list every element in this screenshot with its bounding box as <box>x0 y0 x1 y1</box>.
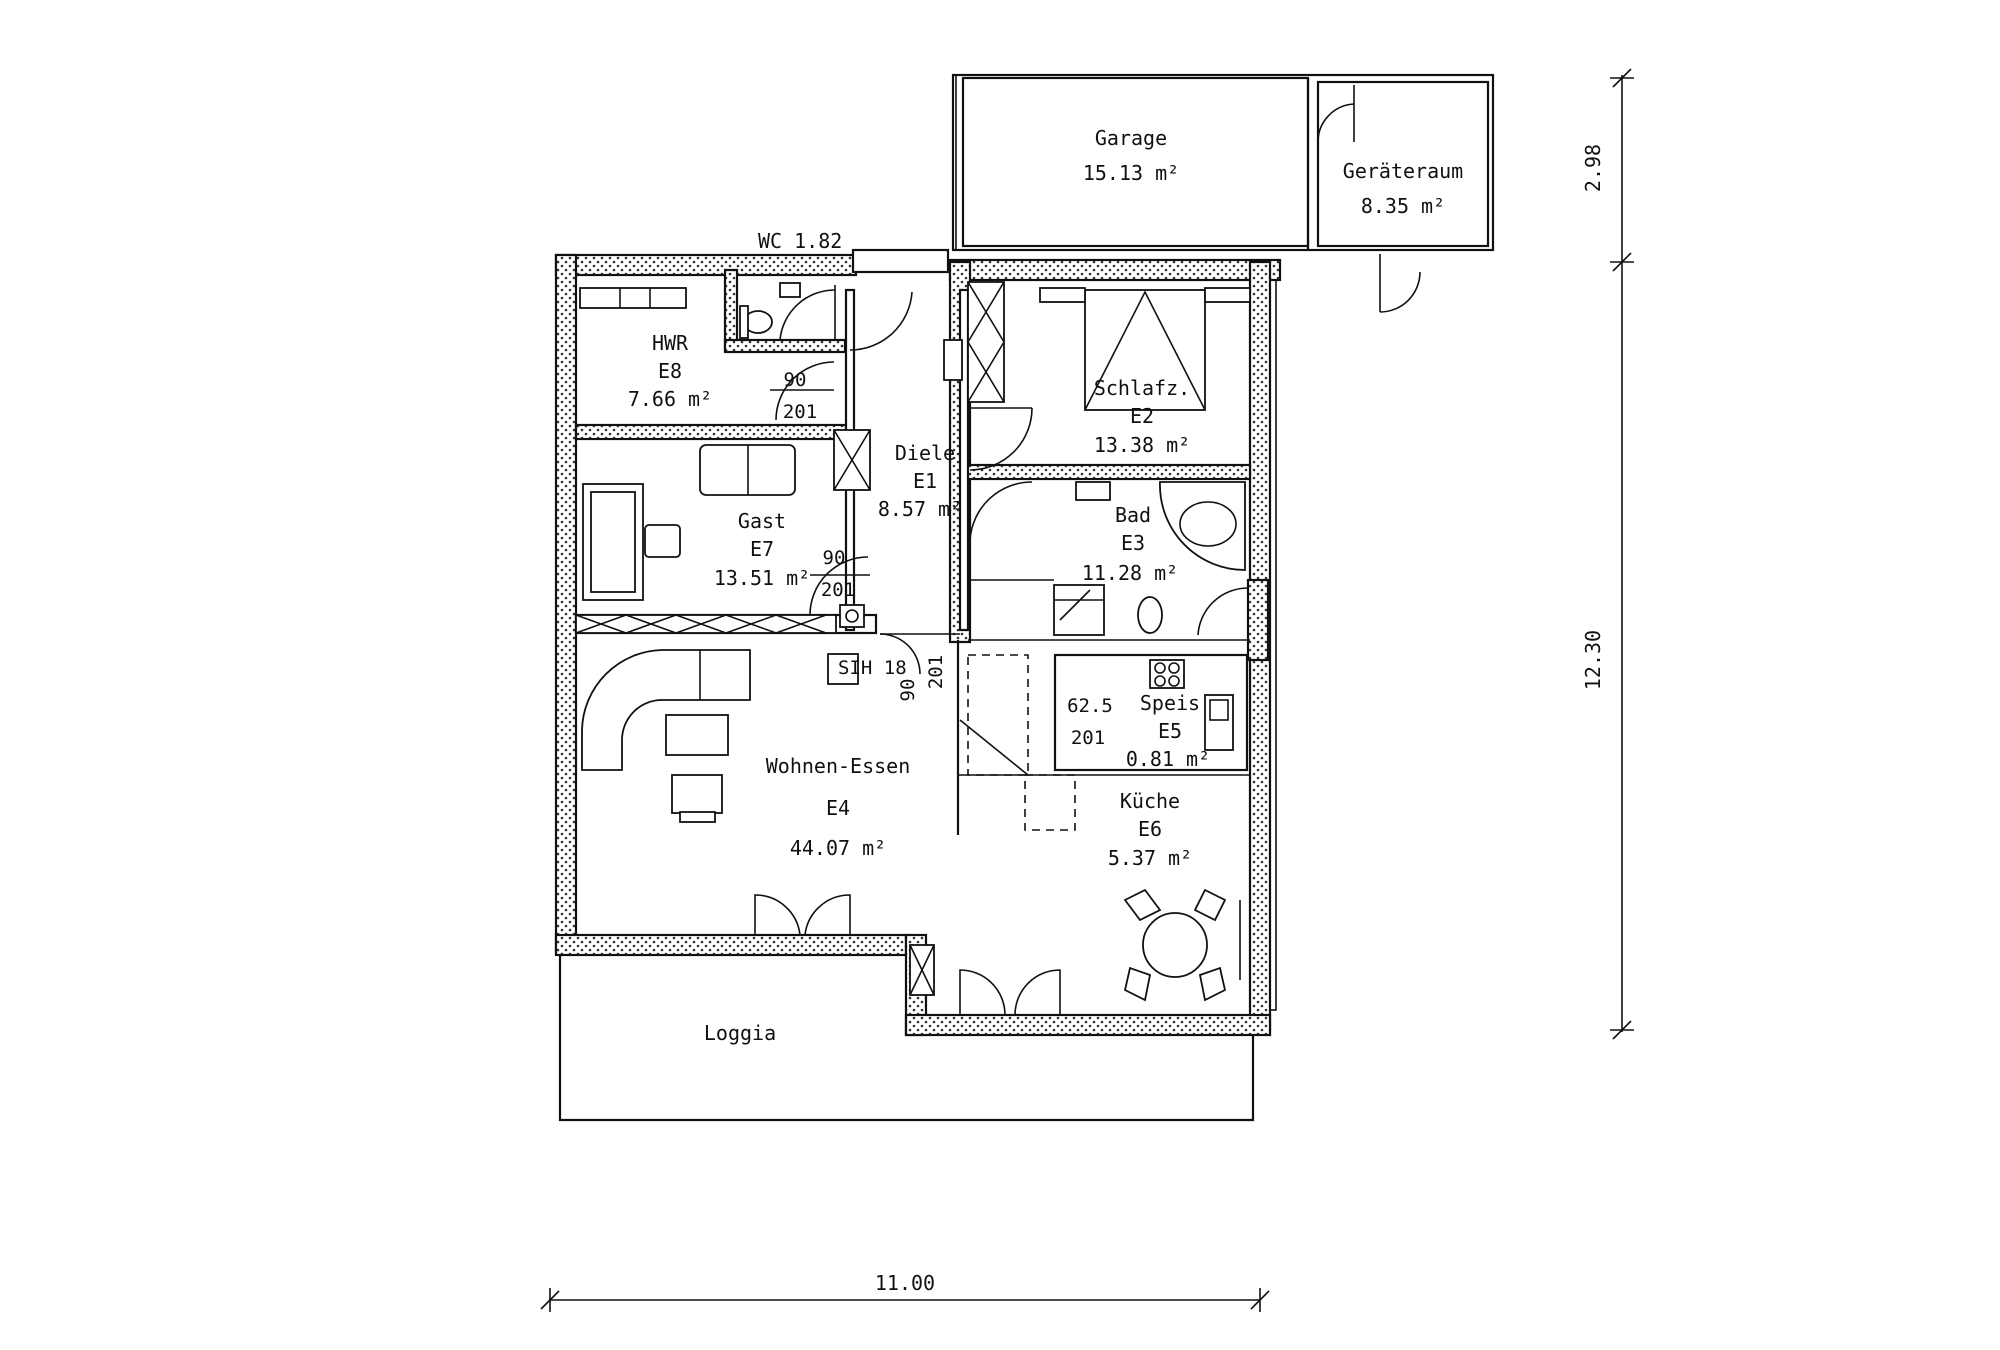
speis-furniture <box>1053 653 1249 772</box>
diele-door-height: 201 <box>925 655 947 689</box>
room-labels: Garage 15.13 m² Geräteraum 8.35 m² WC 1.… <box>628 126 1463 1045</box>
door-marks: 90 201 90 201 90 201 62.5 201 SIH 18 <box>783 369 1113 749</box>
diele-door-width: 90 <box>897 679 919 702</box>
wohnen-area: 44.07 m² <box>790 836 886 860</box>
speis-area: 0.81 m² <box>1126 747 1210 771</box>
wohnen-code: E4 <box>826 796 850 820</box>
hwr-door-width: 90 <box>784 369 807 391</box>
stair-label: SIH 18 <box>838 657 907 679</box>
wohnen-name: Wohnen-Essen <box>766 754 911 778</box>
speis-door-width: 62.5 <box>1067 695 1113 717</box>
hwr-name: HWR <box>652 331 689 355</box>
gast-furniture <box>582 444 870 628</box>
garage-area: 15.13 m² <box>1083 161 1179 185</box>
kueche-furniture <box>1123 888 1241 1002</box>
schlafz-code: E2 <box>1130 404 1154 428</box>
dimension-lines <box>540 68 1634 1312</box>
garage-block <box>951 73 1495 313</box>
wc-label: WC 1.82 <box>758 229 842 253</box>
dimension-depth-main: 12.30 <box>1581 630 1605 690</box>
geraeteraum-name: Geräteraum <box>1343 159 1463 183</box>
hwr-code: E8 <box>658 359 682 383</box>
dimension-labels: 11.00 12.30 2.98 <box>875 144 1605 1295</box>
kueche-name: Küche <box>1120 789 1180 813</box>
loggia-name: Loggia <box>704 1021 776 1045</box>
bad-furniture <box>968 481 1249 636</box>
hwr-furniture <box>579 287 835 421</box>
gast-name: Gast <box>738 509 786 533</box>
gast-door-width: 90 <box>823 547 846 569</box>
schlafz-name: Schlafz. <box>1094 376 1190 400</box>
dimension-width: 11.00 <box>875 1271 935 1295</box>
speis-door-height: 201 <box>1071 727 1105 749</box>
gast-code: E7 <box>750 537 774 561</box>
cross-hatch-wall <box>575 614 837 634</box>
diele-code: E1 <box>913 469 937 493</box>
speis-name: Speis <box>1140 691 1200 715</box>
diele-furniture <box>849 291 963 675</box>
bad-name: Bad <box>1115 503 1151 527</box>
speis-code: E5 <box>1158 719 1182 743</box>
bad-area: 11.28 m² <box>1082 561 1178 585</box>
schlafz-furniture <box>969 287 1251 471</box>
gast-area: 13.51 m² <box>714 566 810 590</box>
diele-name: Diele <box>895 441 955 465</box>
schlafz-area: 13.38 m² <box>1094 433 1190 457</box>
wc-room <box>723 248 950 354</box>
gast-door-height: 201 <box>821 579 855 601</box>
geraeteraum-area: 8.35 m² <box>1361 194 1445 218</box>
kueche-code: E6 <box>1138 817 1162 841</box>
wohnen-furniture <box>581 649 1061 1016</box>
hwr-door-height: 201 <box>783 401 817 423</box>
bad-code: E3 <box>1121 531 1145 555</box>
diele-area: 8.57 m² <box>878 497 962 521</box>
dimension-depth-garage: 2.98 <box>1581 144 1605 192</box>
hwr-area: 7.66 m² <box>628 387 712 411</box>
loggia <box>558 955 1255 1122</box>
main-walls <box>554 253 1282 1037</box>
staircase <box>827 639 1250 835</box>
kueche-area: 5.37 m² <box>1108 846 1192 870</box>
garage-name: Garage <box>1095 126 1167 150</box>
